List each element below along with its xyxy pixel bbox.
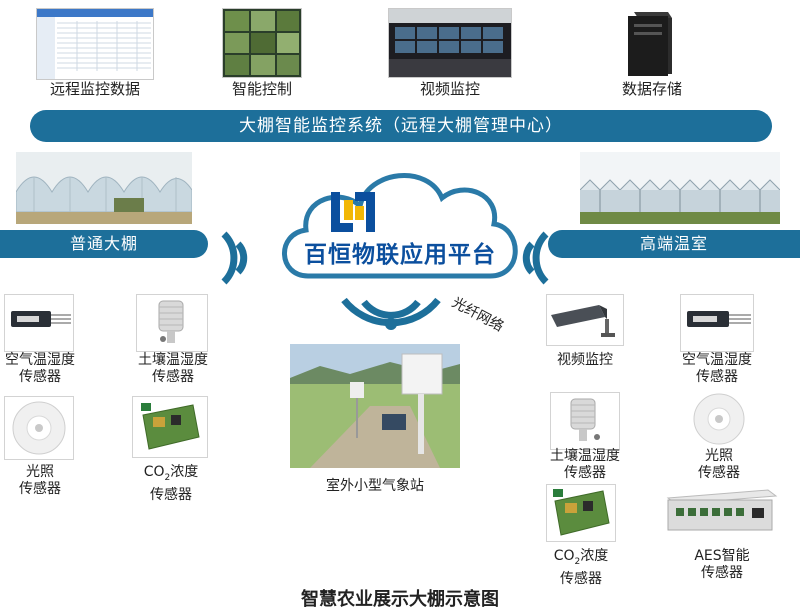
- left-soil-sensor-label: 土壤温湿度 传感器: [128, 352, 218, 386]
- smart-control-screenshot: [222, 8, 302, 78]
- weather-station-label: 室外小型气象站: [300, 478, 450, 495]
- weather-station-photo: [290, 344, 460, 468]
- right-aes-sensor-label: AES智能 传感器: [672, 548, 772, 582]
- right-co2-sensor-photo: [546, 484, 616, 542]
- server-photo: [624, 8, 674, 78]
- data-table-icon: [37, 9, 153, 79]
- left-air-sensor-label: 空气温湿度 传感器: [0, 352, 80, 386]
- soil-sensor-icon: [137, 295, 207, 351]
- right-air-temp-humidity-sensor-photo: [680, 294, 754, 352]
- platform-cloud: [268, 150, 530, 290]
- light-sensor-icon: [5, 397, 73, 459]
- diagram-title: 智慧农业展示大棚示意图: [200, 585, 600, 611]
- right-soil-sensor-photo: [550, 392, 620, 450]
- wireless-signal-left-icon: [218, 226, 264, 288]
- left-co2-sensor-photo: [132, 396, 208, 458]
- left-light-sensor-label: 光照 传感器: [0, 464, 80, 498]
- weather-station-icon: [290, 344, 460, 468]
- fiber-network-label: 光纤网络: [449, 292, 508, 336]
- advanced-greenhouse-photo: [580, 152, 780, 224]
- right-video-camera-photo: [546, 294, 624, 346]
- left-co2-sensor-label: CO2浓度 传感器: [128, 464, 214, 504]
- common-greenhouse-title: 普通大棚: [0, 230, 208, 258]
- wireless-signal-right-icon: [506, 226, 552, 288]
- top-label-data-storage: 数据存储: [604, 81, 700, 98]
- advanced-greenhouse-title: 高端温室: [548, 230, 800, 258]
- right-video-label: 视频监控: [540, 352, 630, 369]
- light-sensor-icon: [688, 390, 750, 448]
- server-icon: [624, 8, 674, 78]
- top-label-smart-control: 智能控制: [222, 81, 302, 98]
- soil-sensor-icon: [551, 393, 619, 449]
- top-label-video-monitor: 视频监控: [388, 81, 512, 98]
- right-light-sensor-label: 光照 传感器: [676, 448, 762, 482]
- top-label-remote-data: 远程监控数据: [36, 81, 154, 98]
- wireless-signal-down-icon: [336, 292, 446, 336]
- left-soil-sensor-photo: [136, 294, 208, 352]
- aes-device-icon: [664, 484, 780, 542]
- co2-sensor-icon: [547, 485, 615, 541]
- right-aes-device-photo: [664, 484, 780, 542]
- air-sensor-icon: [5, 295, 73, 351]
- right-light-sensor-photo: [688, 390, 750, 448]
- greenhouse-icon: [16, 152, 192, 224]
- platform-name: 百恒物联应用平台: [276, 235, 524, 269]
- system-banner: 大棚智能监控系统（远程大棚管理中心）: [30, 110, 772, 142]
- left-light-sensor-photo: [4, 396, 74, 460]
- co2-sensor-icon: [133, 397, 207, 457]
- common-greenhouse-photo: [16, 152, 192, 224]
- control-screen-icon: [223, 9, 301, 77]
- air-sensor-icon: [681, 295, 753, 351]
- right-air-sensor-label: 空气温湿度 传感器: [672, 352, 762, 386]
- video-camera-icon: [547, 295, 623, 345]
- remote-data-screenshot: [36, 8, 154, 80]
- left-air-temp-humidity-sensor-photo: [4, 294, 74, 352]
- right-co2-sensor-label: CO2浓度 传感器: [536, 548, 626, 588]
- baiheng-logo-icon: [331, 192, 375, 232]
- greenhouse-icon: [580, 152, 780, 224]
- video-wall-photo: [388, 8, 512, 78]
- right-soil-sensor-label: 土壤温湿度 传感器: [540, 448, 630, 482]
- video-wall-icon: [389, 9, 511, 77]
